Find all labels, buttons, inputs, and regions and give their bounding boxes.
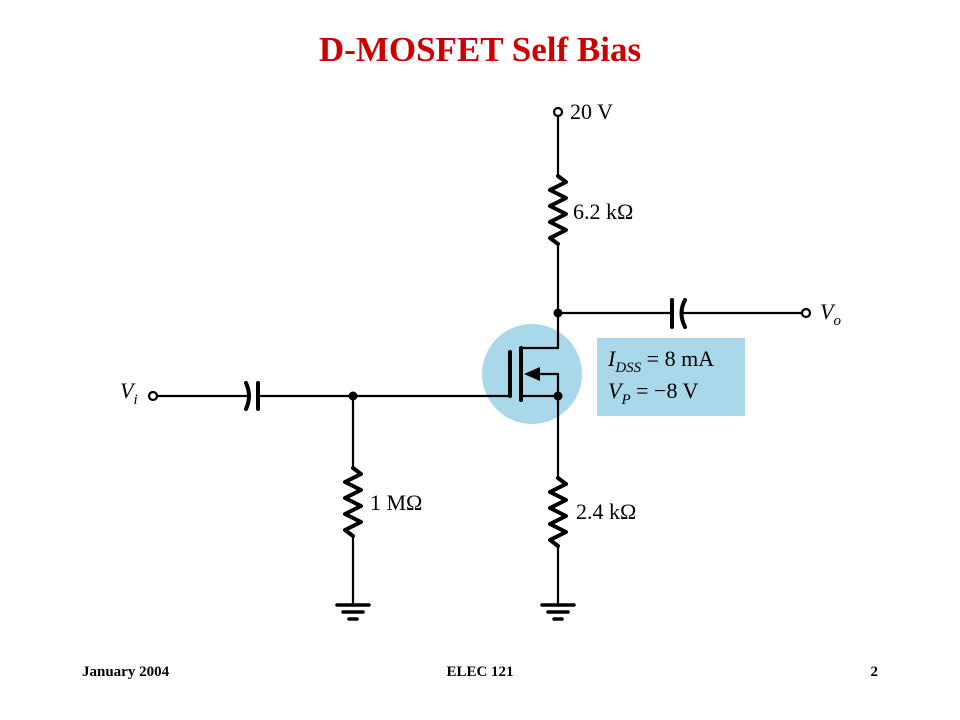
drain-resistor-label: 6.2 kΩ [573, 199, 633, 224]
footer-page-number: 2 [870, 664, 879, 680]
supply-terminal [552, 106, 564, 118]
gate-resistor-label: 1 MΩ [370, 490, 422, 515]
gate-resistor [343, 466, 363, 538]
input-label: Vi [120, 378, 138, 408]
slide-title: D-MOSFET Self Bias [318, 30, 642, 69]
output-capacitor-curved-plate [679, 298, 687, 329]
parameter-box [597, 338, 745, 416]
footer-course: ELEC 121 [446, 664, 514, 680]
junction-gate [348, 391, 358, 401]
input-terminal [147, 390, 159, 402]
footer-date: January 2004 [82, 664, 170, 680]
output-label: Vo [820, 299, 841, 329]
mosfet-arrow-icon [524, 367, 540, 381]
input-capacitor-curved-plate [244, 381, 251, 411]
idss-parameter: IDSS = 8 mA [607, 346, 714, 376]
supply-label: 20 V [570, 99, 613, 124]
source-resistor [548, 476, 568, 548]
output-terminal [800, 307, 812, 319]
junction-drain-output [553, 308, 563, 318]
junction-source [553, 391, 563, 401]
drain-resistor [548, 174, 568, 246]
source-resistor-label: 2.4 kΩ [576, 499, 636, 524]
vp-parameter: VP = −8 V [608, 378, 699, 408]
